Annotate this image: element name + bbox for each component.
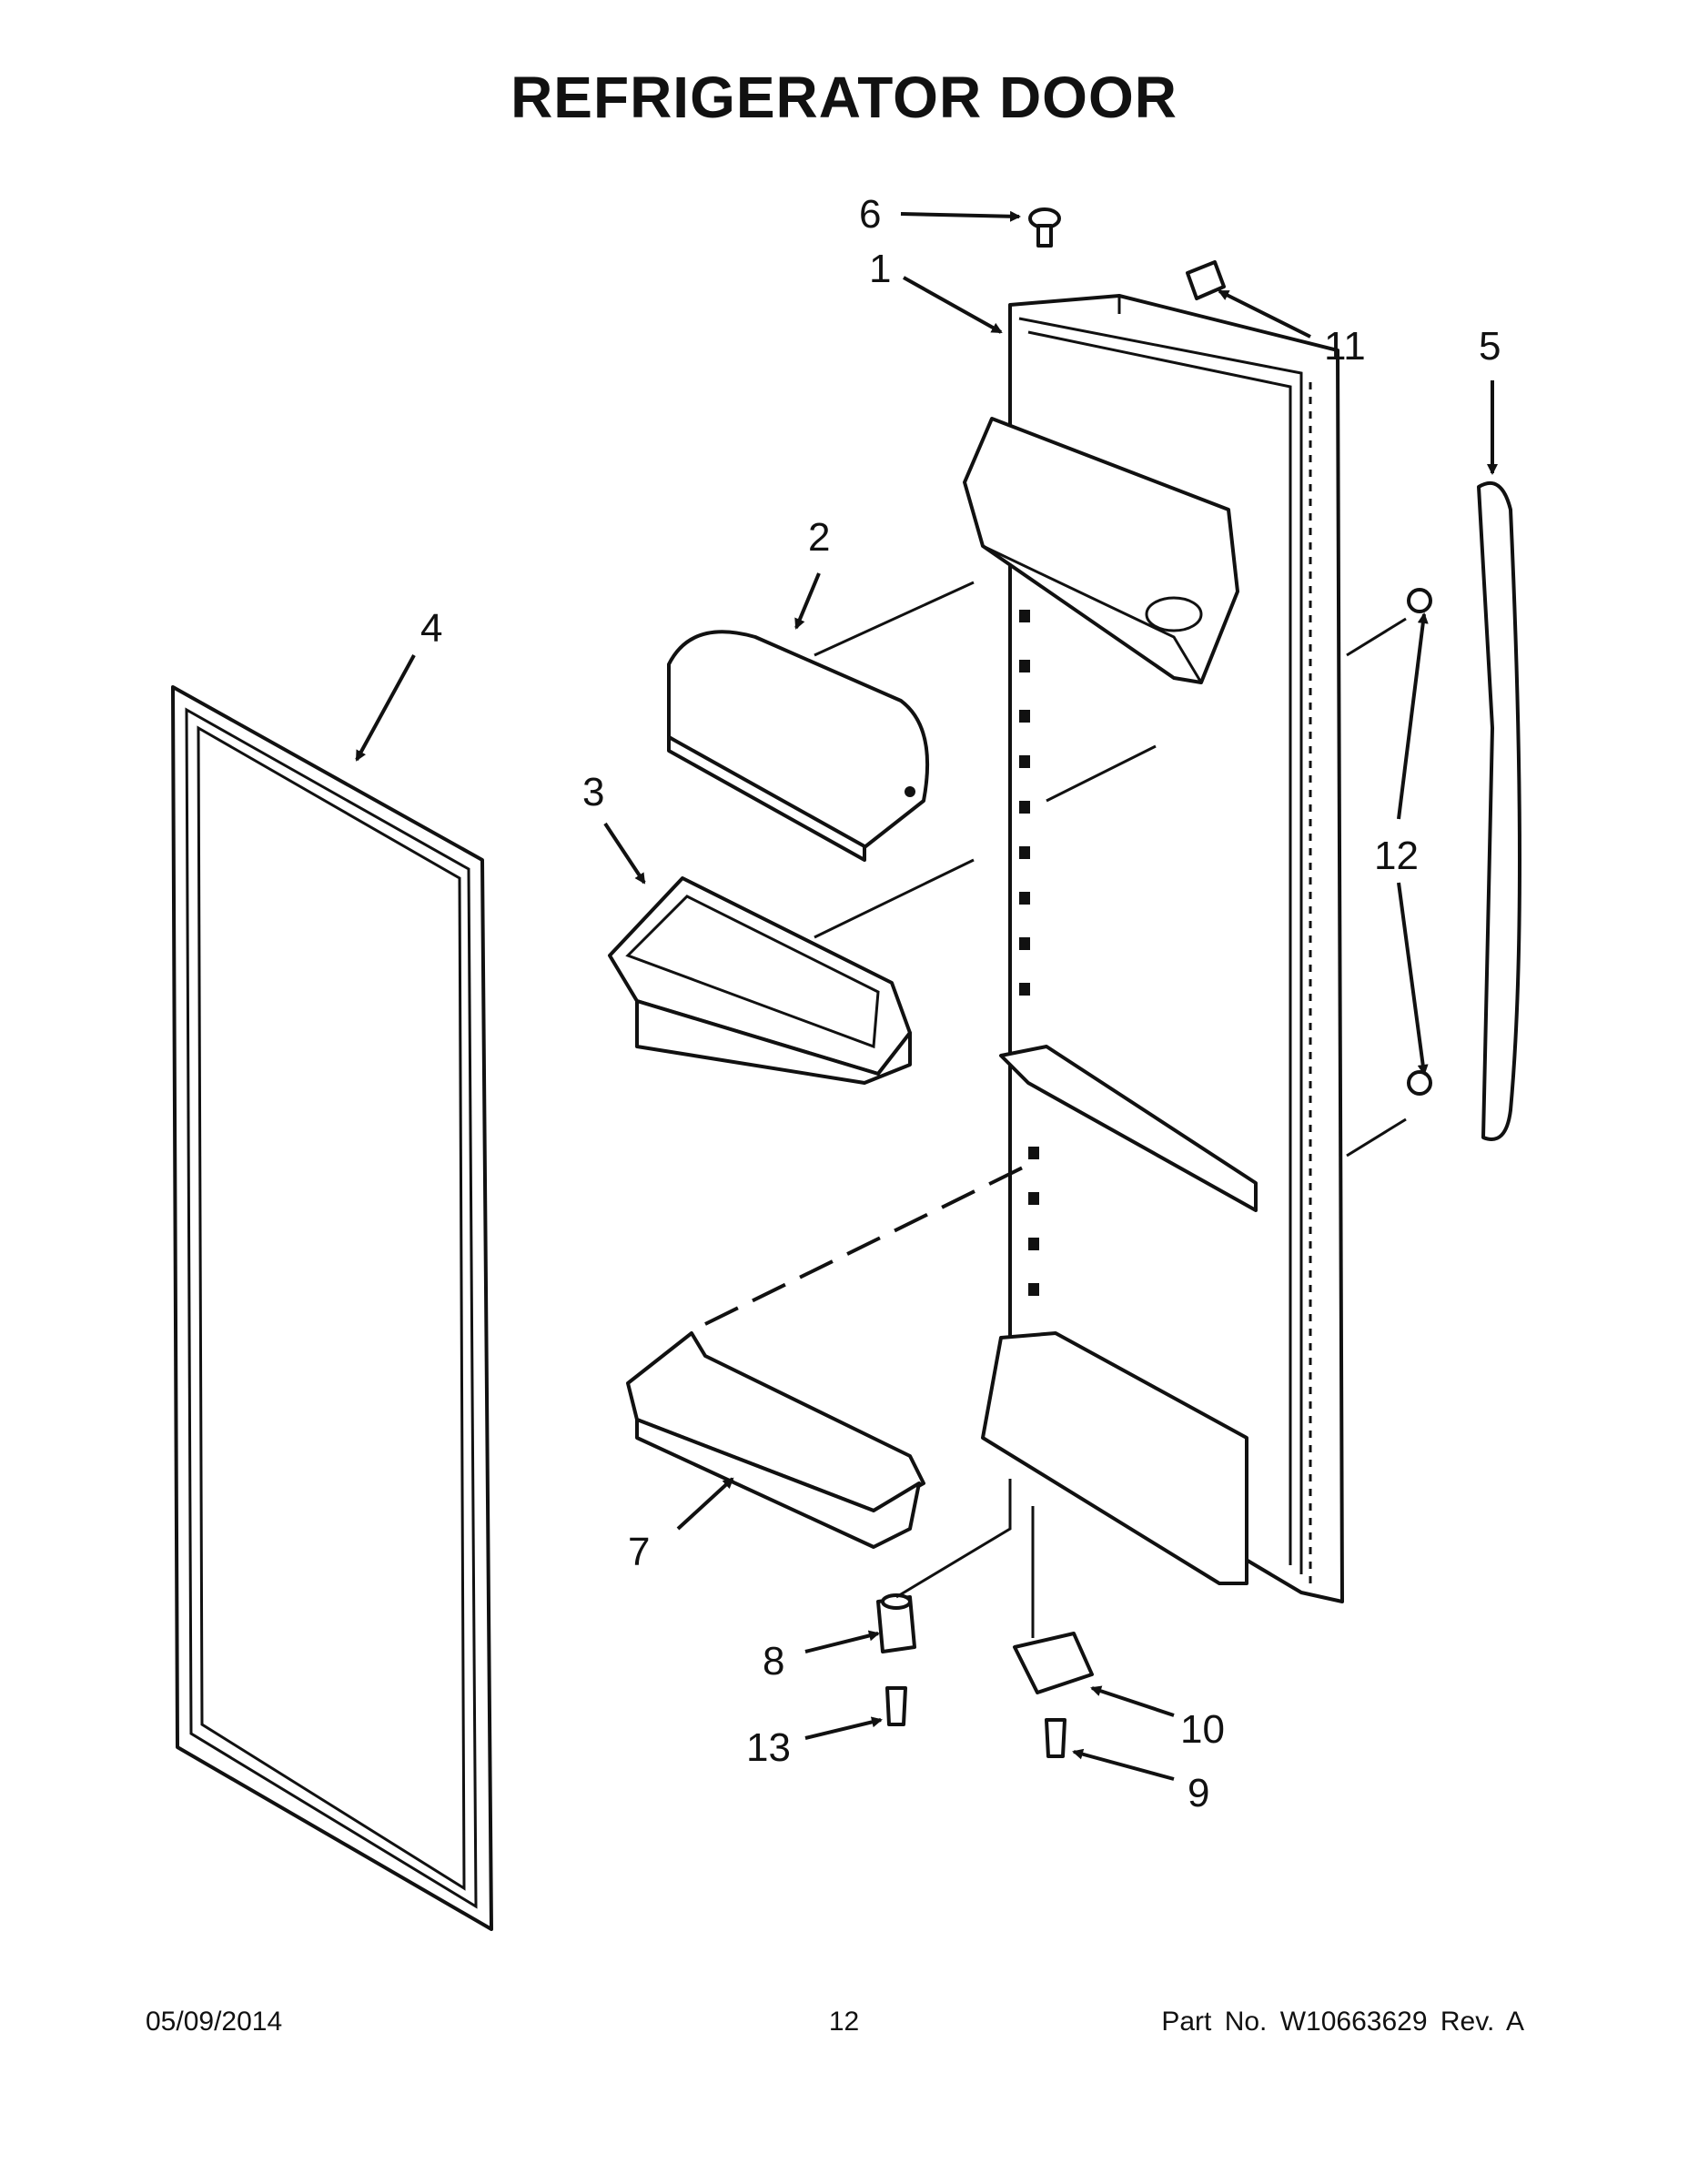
callout-7: 7 — [628, 1530, 650, 1574]
callout-5: 5 — [1479, 324, 1501, 369]
callout-10: 10 — [1180, 1707, 1225, 1752]
label — [1186, 260, 1226, 300]
screws — [885, 1686, 1066, 1758]
handle-studs — [1407, 588, 1432, 1096]
callout-8: 8 — [763, 1639, 784, 1684]
handle-trim — [1477, 480, 1521, 1141]
footer-page-number: 12 — [828, 2007, 860, 2037]
door-bin — [608, 876, 912, 1085]
footer-part-number: Part No. W10663629 Rev. A — [1161, 2007, 1524, 2037]
hinge-bracket — [1013, 1632, 1094, 1694]
callout-9: 9 — [1188, 1771, 1209, 1815]
callout-1: 1 — [869, 247, 891, 291]
callout-13: 13 — [746, 1725, 791, 1770]
footer-date: 05/09/2014 — [146, 2007, 283, 2037]
page-title: REFRIGERATOR DOOR — [510, 65, 1178, 130]
liner-holes — [1019, 610, 1039, 1296]
dairy-bin-cover — [667, 630, 930, 862]
callout-11: 11 — [1324, 324, 1366, 369]
callout-3: 3 — [582, 770, 604, 814]
callout-12: 12 — [1374, 834, 1419, 878]
door-gasket — [171, 685, 493, 1931]
callout-2: 2 — [808, 515, 830, 560]
callout-4: 4 — [420, 606, 442, 651]
callout-6: 6 — [859, 192, 881, 237]
door-liner — [963, 294, 1344, 1603]
lower-door-bin — [626, 1331, 925, 1549]
hinge-pin — [876, 1593, 916, 1653]
plug — [1028, 207, 1061, 248]
